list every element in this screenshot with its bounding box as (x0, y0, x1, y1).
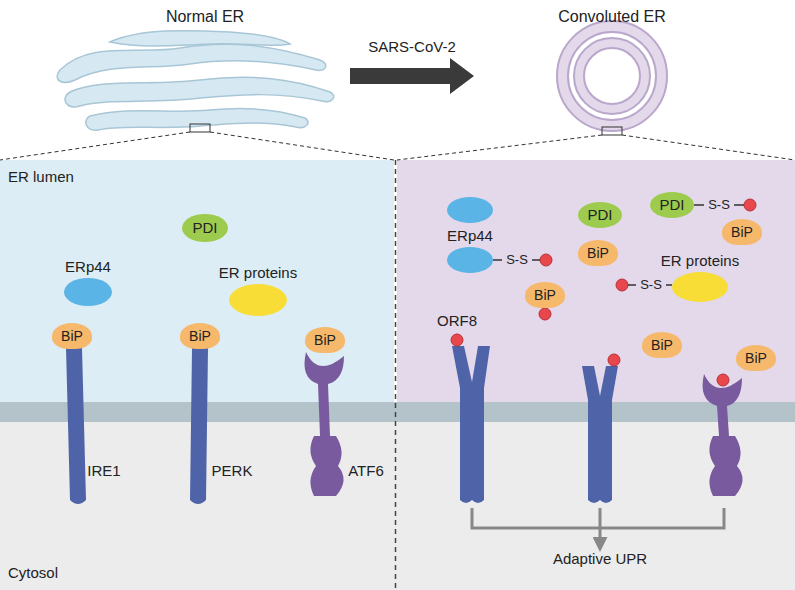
bip-shape: BiP (305, 327, 345, 353)
divider (395, 160, 397, 590)
bip-label: BiP (189, 328, 211, 344)
er-protein-label: ER proteins (219, 264, 297, 281)
zoom-line (397, 135, 602, 160)
bip-label: BiP (534, 287, 556, 303)
erp44-shape: ERp44 (447, 247, 493, 273)
pdi-shape: PDI (650, 192, 694, 218)
bracket (472, 508, 724, 528)
membrane (0, 402, 795, 422)
bip-shape: BiP (578, 240, 618, 266)
atf6-cytosolic-domain (709, 436, 742, 496)
zoom-box (602, 127, 622, 135)
bip-label: BiP (61, 328, 83, 344)
region-label: ER lumen (8, 168, 74, 185)
orf8-dots (451, 199, 756, 386)
zoom-line (0, 132, 190, 160)
transition-arrow (350, 58, 474, 94)
erp44-label: ERp44 (65, 258, 111, 275)
bond-label: S-S (708, 198, 730, 213)
receptor-label: ATF6 (348, 462, 384, 479)
title-label: Convoluted ER (558, 8, 666, 26)
bip-shape: BiP (52, 323, 92, 349)
er-protein-shape: ER proteins (672, 272, 728, 302)
normal-er (57, 31, 334, 131)
ire1-dimer (452, 346, 472, 503)
ire1-dimer (472, 346, 490, 503)
convoluted-er (557, 21, 667, 131)
bond-label: S-S (506, 253, 528, 268)
erp44-molecule (447, 197, 493, 223)
pdi-label: PDI (192, 219, 217, 236)
bip-label: BiP (587, 245, 609, 261)
bip-label: BiP (745, 350, 767, 366)
region-label: Cytosol (8, 564, 58, 581)
bip-shape: BiP (722, 219, 762, 245)
title-label: Normal ER (166, 8, 244, 26)
pdi-shape: PDI (578, 202, 622, 228)
ire1-receptor (66, 348, 86, 504)
cytosol-ground (0, 422, 795, 590)
atf6-receptor (305, 352, 345, 436)
pdi-label: PDI (587, 206, 612, 223)
protein-label: ORF8 (437, 312, 477, 329)
bip-shape: BiP (180, 323, 220, 349)
arrow-label: SARS-CoV-2 (368, 38, 456, 55)
receptor-label: IRE1 (87, 462, 120, 479)
bip-label: BiP (314, 332, 336, 348)
zoom-line (210, 132, 394, 160)
outcome-label: Adaptive UPR (553, 550, 647, 567)
erp44-label: ERp44 (447, 227, 493, 244)
erp44-shape: ERp44 (64, 278, 112, 306)
zoom-line (622, 135, 795, 160)
receptor-label: PERK (212, 462, 253, 479)
perk-receptor (190, 348, 208, 504)
zoom-box (190, 124, 210, 132)
perk-dimer (582, 366, 600, 503)
er-protein-label: ER proteins (661, 252, 739, 269)
bip-shape: BiP (736, 345, 776, 371)
atf6-cytosolic-domain (310, 436, 343, 496)
bip-shape: BiP (642, 332, 682, 358)
bond-label: S-S (640, 278, 662, 293)
atf6-receptor (703, 374, 742, 436)
er-panel: Adaptive UPRPDIPDIERp44ER proteinsBiPBiP… (397, 160, 795, 590)
er-protein-shape: ER proteins (229, 284, 287, 316)
bip-label: BiP (651, 337, 673, 353)
bip-shape: BiP (525, 282, 565, 308)
bracket-arrow (599, 528, 602, 546)
pdi-label: PDI (659, 196, 684, 213)
er-panel: ER lumenCytosol PDI ERp44 ER proteinsBiP BiP… (0, 160, 394, 590)
bip-label: BiP (731, 224, 753, 240)
pdi-shape: PDI (182, 214, 228, 242)
perk-dimer (600, 366, 618, 503)
